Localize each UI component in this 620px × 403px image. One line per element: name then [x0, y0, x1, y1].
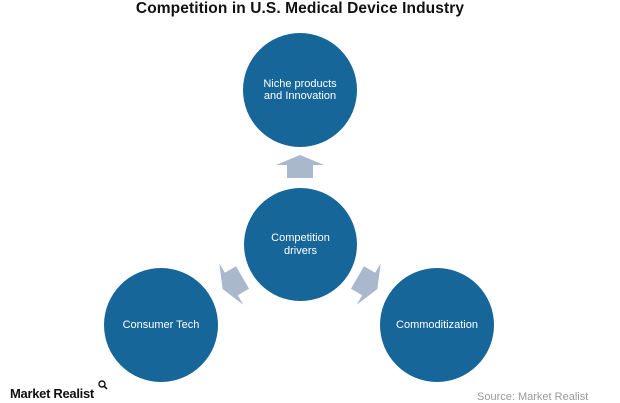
magnifier-icon [98, 380, 108, 390]
source-note: Source: Market Realist [477, 391, 589, 403]
node-label: Consumer Tech [122, 318, 200, 331]
node-label-line2: drivers [283, 244, 317, 257]
node-label-line1: Competition [271, 232, 330, 244]
node-label: Commoditization [396, 318, 478, 331]
node-commoditization: Commoditization [380, 268, 494, 382]
logo-text: Market Realist [10, 386, 94, 401]
node-competition-drivers: Competition drivers [244, 188, 357, 301]
node-label-line1: Niche products [263, 77, 337, 90]
diagram-title: Competition in U.S. Medical Device Indus… [135, 0, 465, 17]
node-niche-products: Niche products and Innovation [243, 33, 357, 147]
market-realist-logo: Market Realist [10, 380, 108, 401]
node-consumer-tech: Consumer Tech [104, 268, 218, 382]
node-label-line2: and Innovation [263, 90, 337, 102]
arrow-up-icon [276, 155, 324, 178]
